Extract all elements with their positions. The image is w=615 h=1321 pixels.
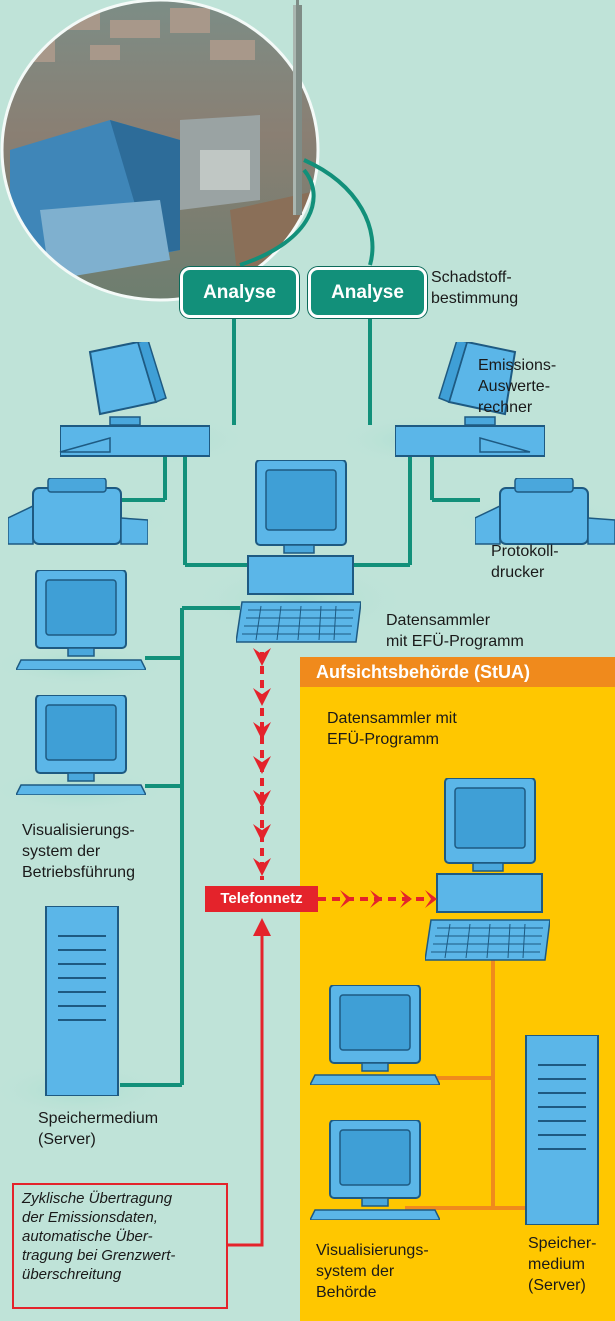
alert-trigger-line <box>228 918 271 1247</box>
authority-data-collector <box>425 778 550 961</box>
data-collector-workstation <box>236 460 361 643</box>
storage-server-operator <box>45 906 119 1096</box>
operator-network-lines <box>100 315 480 1087</box>
transmission-path-vertical <box>253 648 271 880</box>
analysis-box-right: Analyse <box>308 267 427 318</box>
storage-server-authority <box>525 1035 599 1225</box>
storage-authority-label: Speicher-medium(Server) <box>528 1235 597 1294</box>
authority-monitor-1 <box>310 985 440 1085</box>
sampling-lines <box>239 158 375 267</box>
analysis-box-left: Analyse <box>180 267 299 318</box>
keyboard-left <box>59 437 111 453</box>
transmission-path-horizontal <box>318 890 437 908</box>
pollutant-label: Schadstoff-bestimmung <box>431 269 519 307</box>
keyboard-right <box>479 437 531 453</box>
emission-computer-left <box>60 342 210 457</box>
emission-computer-label: Emissions-Auswerte-rechner <box>478 357 557 416</box>
factory-photo <box>0 0 320 302</box>
telefonnetz-label: Telefonnetz <box>205 886 318 912</box>
log-printer-label: Protokoll-drucker <box>491 543 559 581</box>
authority-monitor-2 <box>310 1120 440 1220</box>
authority-header: Aufsichtsbehörde (StUA) <box>300 657 615 687</box>
storage-ops-label: Speichermedium(Server) <box>38 1110 159 1148</box>
